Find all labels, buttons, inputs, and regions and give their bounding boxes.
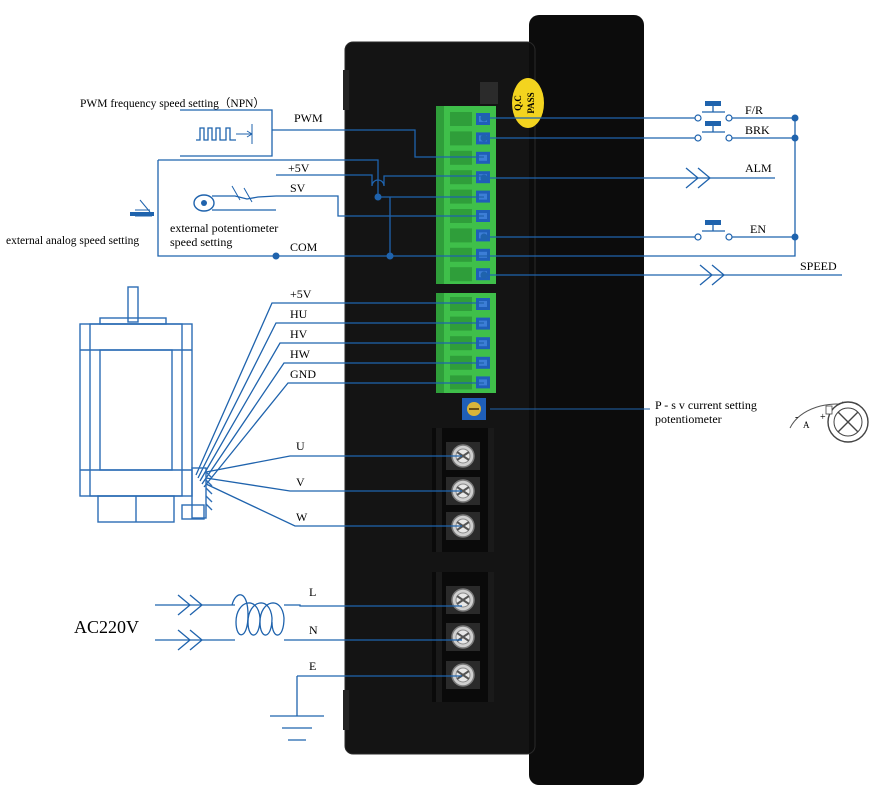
pin-label-sv: SV — [290, 181, 306, 195]
power-label-n: N — [309, 623, 318, 637]
hall-label-hv: HV — [290, 327, 308, 341]
pot-speed-label-line1: external potentiometer — [170, 221, 278, 235]
current-potentiometer[interactable] — [462, 398, 486, 420]
labels: PWM frequency speed setting（NPN） externa… — [6, 97, 837, 673]
signal-label-fr: F/R — [745, 103, 763, 117]
signal-label-alm: ALM — [745, 161, 772, 175]
signal-terminal-pin[interactable] — [450, 150, 490, 165]
pin-label-plus5v: +5V — [288, 161, 310, 175]
dial-plus-label: + — [820, 412, 826, 423]
motor-terminal-block — [432, 428, 494, 552]
current-pot-label-line2: potentiometer — [655, 412, 722, 426]
alm-output-arrow-icon — [672, 167, 775, 189]
signal-label-speed: SPEED — [800, 259, 837, 273]
switch-fr-icon — [694, 101, 733, 122]
hall-terminal-pin[interactable] — [450, 297, 490, 311]
pin-label-pwm: PWM — [294, 111, 323, 125]
motor-label-u: U — [296, 439, 305, 453]
qc-stamp-line2: PASS — [526, 92, 536, 113]
power-terminal-block — [432, 572, 494, 702]
motor-label-w: W — [296, 510, 308, 524]
power-label-e: E — [309, 659, 316, 673]
signal-label-brk: BRK — [745, 123, 770, 137]
terminal-screw-icon[interactable] — [446, 623, 480, 651]
switch-en-icon — [694, 220, 733, 241]
dial-minus-label: - — [795, 412, 798, 423]
junction-dots — [272, 114, 799, 279]
qc-stamp-line1: Q.C — [513, 95, 523, 111]
switch-brk-icon — [694, 121, 733, 142]
inductor-coil-icon — [231, 594, 285, 636]
bldc-motor-icon — [79, 286, 213, 523]
signal-label-en: EN — [750, 222, 766, 236]
hall-label-hw: HW — [290, 347, 311, 361]
analog-speed-label: external analog speed setting — [6, 235, 139, 247]
terminal-screw-icon[interactable] — [446, 661, 480, 689]
dial-a-label: A — [803, 420, 810, 430]
current-pot-label-line1: P - s v current setting — [655, 398, 757, 412]
hall-label-gnd: GND — [290, 367, 316, 381]
ac-input-arrow-icon — [155, 594, 235, 651]
wiring — [130, 101, 842, 741]
ac220v-label: AC220V — [74, 617, 139, 637]
signal-terminal-pin[interactable] — [450, 247, 490, 262]
motor-label-v: V — [296, 475, 305, 489]
signal-terminal-block — [436, 106, 496, 284]
hall-label-hu: HU — [290, 307, 308, 321]
hall-label-plus5v: +5V — [290, 287, 312, 301]
terminal-screw-icon[interactable] — [446, 586, 480, 614]
power-label-l: L — [309, 585, 316, 599]
pin-label-com: COM — [290, 240, 318, 254]
ground-icon — [270, 715, 324, 741]
potentiometer-dial-icon: A - + — [789, 401, 869, 443]
qc-pass-stamp: Q.C PASS — [512, 78, 544, 128]
pwm-title-label: PWM frequency speed setting（NPN） — [80, 97, 265, 110]
speed-output-arrow-icon — [680, 264, 842, 286]
pot-speed-label-line2: speed setting — [170, 235, 232, 249]
